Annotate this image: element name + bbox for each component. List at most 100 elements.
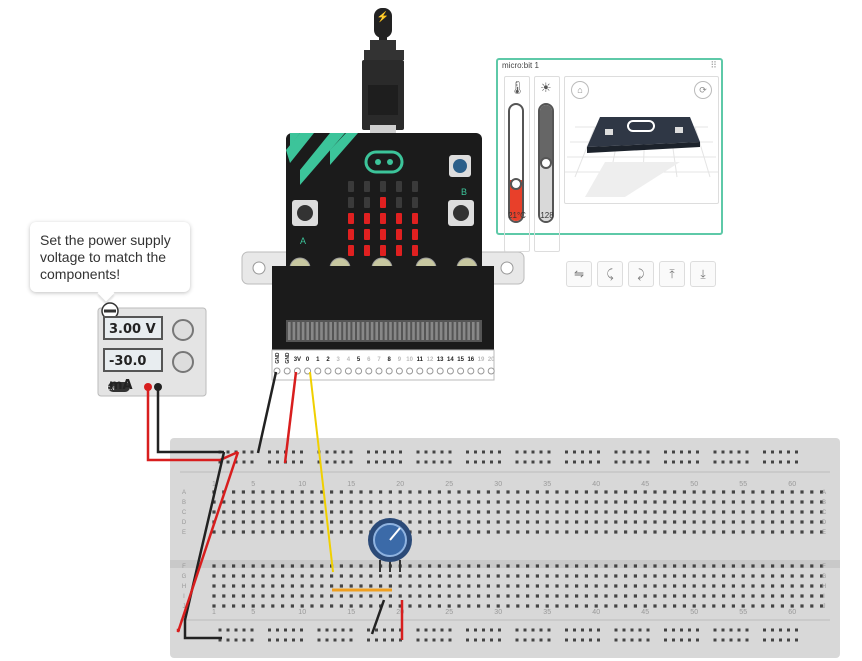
pin-label: 5 xyxy=(357,357,361,363)
pin-hole[interactable] xyxy=(477,367,485,375)
button-ab[interactable] xyxy=(449,155,471,177)
row-letter: C xyxy=(182,510,187,516)
pin-hole[interactable] xyxy=(426,367,434,375)
current-knob[interactable] xyxy=(172,351,194,373)
led xyxy=(412,181,418,192)
pin-hole[interactable] xyxy=(324,367,332,375)
pin-hole[interactable] xyxy=(436,367,444,375)
pin-label: 7 xyxy=(377,357,381,363)
pin-label: 13 xyxy=(437,357,444,363)
pin-label: 12 xyxy=(427,357,434,363)
light-value: 128 xyxy=(540,211,554,220)
column-number: 15 xyxy=(347,609,355,616)
led xyxy=(364,245,370,256)
button-a[interactable] xyxy=(292,200,318,226)
pin-hole[interactable] xyxy=(344,367,352,375)
pin-label: 11 xyxy=(417,357,424,363)
led xyxy=(396,213,402,224)
pin-hole[interactable] xyxy=(314,367,322,375)
wire-microbit-3v xyxy=(283,371,298,464)
gesture-tilt-left-button[interactable]: ⤹ xyxy=(597,261,623,287)
gesture-shake-button[interactable]: ⇋ xyxy=(566,261,592,287)
led xyxy=(412,245,418,256)
pin-hole[interactable] xyxy=(355,367,363,375)
led xyxy=(396,245,402,256)
pin-label: 19 xyxy=(478,357,485,363)
wire-signal-pin0 xyxy=(309,371,334,573)
gesture-freefall-button[interactable]: ⤓ xyxy=(690,261,716,287)
temperature-slider[interactable] xyxy=(508,103,524,223)
gesture-face-up-button[interactable]: ⤒ xyxy=(659,261,685,287)
pin-holes[interactable] xyxy=(273,367,495,375)
usb-cable[interactable]: ⚡ xyxy=(362,8,404,135)
column-number: 30 xyxy=(494,481,502,488)
wires[interactable] xyxy=(146,371,404,640)
pin-label: 15 xyxy=(457,357,464,363)
led xyxy=(348,213,354,224)
accelerometer-view[interactable]: ⌂ ⟳ xyxy=(564,76,719,204)
pin-hole[interactable] xyxy=(283,367,291,375)
row-letter: A xyxy=(822,490,826,496)
current-display: -30.0 mA xyxy=(103,348,163,393)
pin-hole[interactable] xyxy=(487,367,495,375)
pin-label: 8 xyxy=(388,357,392,363)
light-slider[interactable] xyxy=(538,103,554,223)
pin-hole[interactable] xyxy=(467,367,475,375)
column-number: 15 xyxy=(347,481,355,488)
gesture-tilt-right-button[interactable]: ⤸ xyxy=(628,261,654,287)
row-letter: A xyxy=(182,490,186,496)
pin-label: 3V xyxy=(294,357,301,363)
microbit-sensor-panel[interactable]: micro:bit 1 ⠿ 🌡 21°C ☀ 128 ⌂ ⟳ xyxy=(496,58,723,287)
breadboard-holes[interactable] xyxy=(212,450,824,642)
pin-hole[interactable] xyxy=(385,367,393,375)
rotate-icon[interactable]: ⟳ xyxy=(694,81,712,99)
led xyxy=(396,181,402,192)
column-number: 1 xyxy=(212,609,216,616)
column-number: 10 xyxy=(298,609,306,616)
voltage-knob[interactable] xyxy=(172,319,194,341)
power-on-label: ON xyxy=(107,386,115,392)
hint-tooltip: Set the power supply voltage to match th… xyxy=(30,222,190,292)
led xyxy=(412,197,418,208)
temperature-value: 21°C xyxy=(508,211,526,220)
drag-handle-icon[interactable]: ⠿ xyxy=(710,60,717,70)
positive-terminal[interactable] xyxy=(144,383,152,391)
row-letter: G xyxy=(822,574,827,580)
pin-hole[interactable] xyxy=(375,367,383,375)
column-number: 55 xyxy=(739,609,747,616)
pin-hole[interactable] xyxy=(334,367,342,375)
microbit-logo xyxy=(364,150,404,174)
pin-hole[interactable] xyxy=(457,367,465,375)
led-matrix xyxy=(348,181,418,256)
negative-terminal[interactable] xyxy=(154,383,162,391)
column-number: 55 xyxy=(739,481,747,488)
wire-power-positive xyxy=(146,388,239,462)
wire-power-rail xyxy=(176,451,240,633)
column-number: 50 xyxy=(690,609,698,616)
led xyxy=(364,213,370,224)
led xyxy=(412,213,418,224)
pin-hole[interactable] xyxy=(365,367,373,375)
button-b[interactable] xyxy=(448,200,474,226)
led xyxy=(348,197,354,208)
power-switch[interactable] xyxy=(108,382,130,392)
home-icon[interactable]: ⌂ xyxy=(571,81,589,99)
row-letter: J xyxy=(823,604,826,610)
pin-hole[interactable] xyxy=(446,367,454,375)
pin-hole[interactable] xyxy=(395,367,403,375)
pin-label: 0 xyxy=(306,357,310,363)
column-number: 35 xyxy=(543,609,551,616)
row-letter: D xyxy=(182,520,187,526)
column-number: 60 xyxy=(788,609,796,616)
pin-hole[interactable] xyxy=(406,367,414,375)
potentiometer[interactable] xyxy=(368,518,412,572)
led xyxy=(396,229,402,240)
pin-hole[interactable] xyxy=(416,367,424,375)
column-number: 20 xyxy=(396,609,404,616)
